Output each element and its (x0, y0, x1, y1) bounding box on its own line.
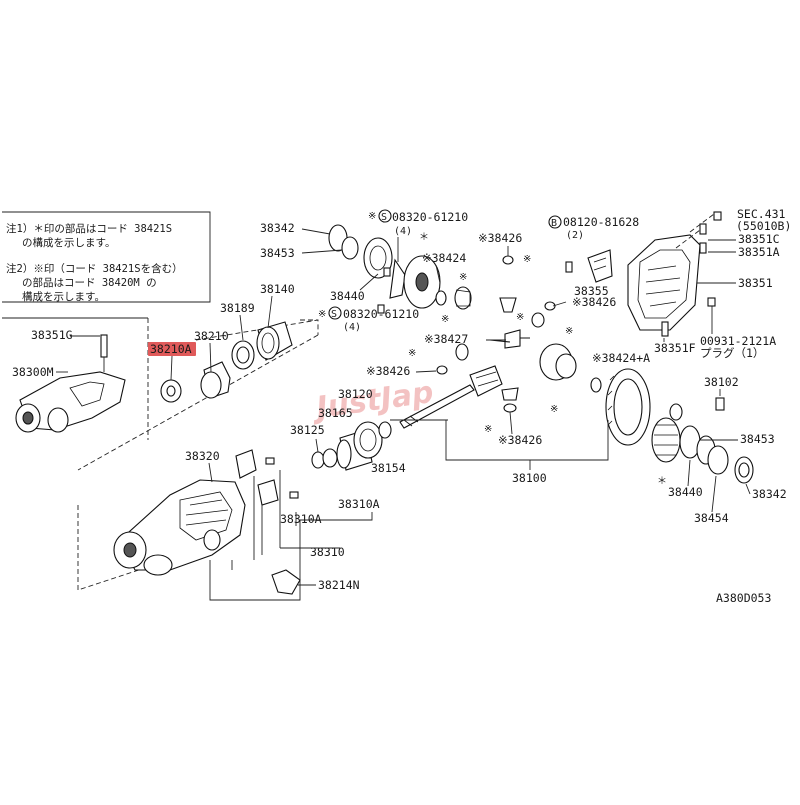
label-38351g: 38351G (31, 328, 73, 342)
label-08320-a-qty: (4) (394, 226, 412, 237)
label-38424: ※38424 (422, 251, 466, 265)
note-2-line-2: の部品はコード 38420M の (22, 276, 157, 289)
differential-carrier-large (113, 479, 246, 576)
label-38426-d: ※38426 (498, 433, 542, 447)
kome-mark-8: ※ (408, 348, 416, 359)
rear-cover (627, 211, 722, 337)
label-08320-a: 08320-61210 (392, 210, 468, 224)
assembly-outline-left (2, 317, 319, 591)
label-00931-sub: プラグ（1） (700, 346, 764, 360)
label-00931: 00931-2121A (700, 334, 776, 348)
label-38320: 38320 (185, 449, 220, 463)
label-38351: 38351 (738, 276, 773, 290)
label-38140: 38140 (260, 282, 295, 296)
kome-mark-5: ※ (523, 254, 531, 265)
asterisk-mark-2: ＊ (657, 476, 667, 487)
label-38125: 38125 (290, 423, 325, 437)
cover-bracket (565, 249, 613, 283)
kome-mark-10: ※ (484, 424, 492, 435)
label-38355: 38355 (574, 284, 609, 298)
kome-mark-4: ※ (318, 309, 326, 320)
label-08120: 08120-81628 (563, 215, 639, 229)
pinion-shaft (399, 365, 503, 429)
label-sec431: SEC.431 (737, 207, 786, 221)
highlight-38210a (148, 342, 196, 356)
kome-mark-3: ※ (441, 314, 449, 325)
label-38100: 38100 (512, 471, 547, 485)
label-08320-b: 08320-61210 (343, 307, 419, 321)
kome-mark-7: ※ (565, 326, 573, 337)
label-38300m: 38300M (12, 365, 54, 379)
label-38424a: ※38424+A (592, 351, 650, 365)
label-38453-right: 38453 (740, 432, 775, 446)
note-2-line-1: 注2）※印（コード 38421Sを含む） (6, 262, 183, 275)
note-1-line-1: 注1）＊印の部品はコード 38421S (6, 222, 172, 235)
note-1-line-2: の構成を示します。 (22, 236, 115, 249)
spider-gear-group (436, 329, 602, 413)
label-38453-top: 38453 (260, 246, 295, 260)
circle-b: B (551, 218, 557, 229)
label-38351a: 38351A (738, 245, 780, 259)
differential-assembly-small (15, 334, 126, 433)
label-38426-a: ※38426 (478, 231, 522, 245)
label-38210a: 38210A (150, 342, 192, 356)
label-38165: 38165 (318, 406, 353, 420)
kome-mark-2: ※ (459, 272, 467, 283)
label-38342-top: 38342 (260, 221, 295, 235)
ring-gear-group (605, 368, 754, 484)
label-38426-b: ※38426 (572, 295, 616, 309)
kome-mark-9: ※ (550, 404, 558, 415)
label-38310: 38310 (310, 545, 345, 559)
label-38454: 38454 (694, 511, 729, 525)
label-08320-b-qty: (4) (343, 322, 361, 333)
label-38214n: 38214N (318, 578, 360, 592)
circle-s-1: S (381, 212, 387, 223)
label-38342-right: 38342 (752, 487, 787, 501)
label-38427: ※38427 (424, 332, 468, 346)
bearing-group-top (328, 224, 472, 314)
circle-s-2: S (331, 309, 337, 320)
label-38440-right: 38440 (668, 485, 703, 499)
label-38189: 38189 (220, 301, 255, 315)
label-38120: 38120 (338, 387, 373, 401)
note-2-line-3: 構成を示します。 (22, 290, 105, 303)
notes-box: 注1）＊印の部品はコード 38421S の構成を示します。 注2）※印（コード … (2, 211, 211, 303)
side-gear-group-top (499, 255, 556, 328)
label-08120-qty: (2) (566, 230, 584, 241)
bearing-caps (235, 449, 301, 595)
diagram-code: A380D053 (716, 591, 771, 605)
label-38426-c: ※38426 (366, 364, 410, 378)
label-38210: 38210 (194, 329, 229, 343)
label-38102: 38102 (704, 375, 739, 389)
label-38310a-b: 38310A (280, 512, 322, 526)
label-38154: 38154 (371, 461, 406, 475)
center-bearing (311, 421, 392, 471)
kome-mark-6: ※ (516, 312, 524, 323)
label-sec431-sub: (55010B) (736, 219, 791, 233)
label-38351f: 38351F (654, 341, 696, 355)
kome-mark-1: ※ (368, 211, 376, 222)
asterisk-mark-1: ＊ (419, 232, 429, 243)
label-38351c: 38351C (738, 232, 780, 246)
label-38440-top: 38440 (330, 289, 365, 303)
label-38310a-a: 38310A (338, 497, 380, 511)
